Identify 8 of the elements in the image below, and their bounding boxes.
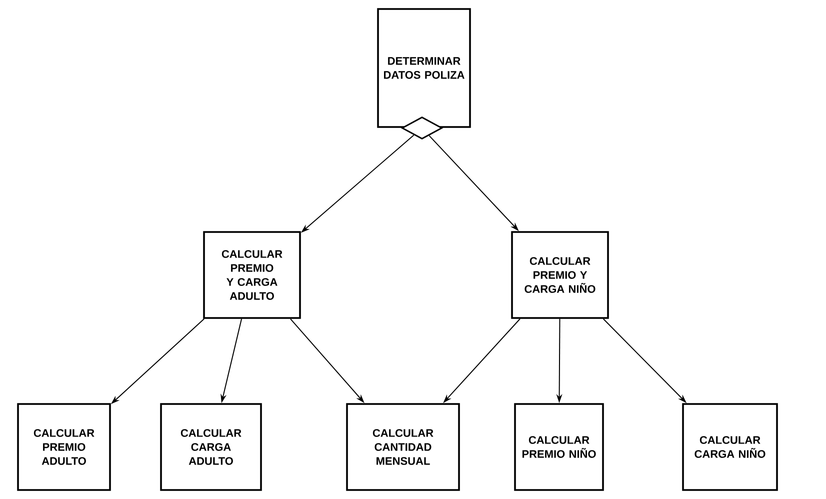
process-box: CALCULAR CARGA ADULTO	[160, 403, 262, 491]
process-box: CALCULAR PREMIO Y CARGA ADULTO	[203, 231, 301, 319]
process-box: CALCULAR PREMIO NIÑO	[514, 403, 604, 491]
process-box: CALCULAR CARGA NIÑO	[682, 403, 778, 491]
process-box: CALCULAR PREMIO ADULTO	[17, 403, 111, 491]
process-box: DETERMINAR DATOS POLIZA	[377, 8, 471, 128]
process-box: CALCULAR CANTIDAD MENSUAL	[346, 403, 460, 491]
process-box: CALCULAR PREMIO Y CARGA NIÑO	[511, 231, 609, 319]
